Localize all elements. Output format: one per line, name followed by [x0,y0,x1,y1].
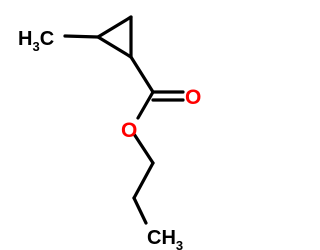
top-methyl-h: H [18,28,32,50]
ring-to-carbonyl-bond [129,55,155,94]
ring-bond-left-top [96,15,133,39]
bottom-methyl-subscript: 3 [176,238,183,250]
propyl-end-bond [132,196,148,225]
carbonyl-oxygen-label: O [185,86,201,109]
ester-oxygen-label: O [121,119,137,142]
carbonyl-to-ester-oxygen-bond [136,90,155,120]
propyl-middle-bond [132,161,155,200]
top-methyl-label: H3C [18,28,54,54]
bottom-methyl-label: CH3 [147,227,183,250]
oxygen-to-propyl-bond [132,132,155,165]
methyl-bond [63,34,100,39]
ring-bond-left-bottom [96,35,133,59]
molecule-diagram: H3C O O CH3 [18,15,201,250]
top-methyl-c: C [40,28,54,50]
bottom-methyl-main: CH [147,227,176,249]
top-methyl-subscript: 3 [32,39,39,54]
